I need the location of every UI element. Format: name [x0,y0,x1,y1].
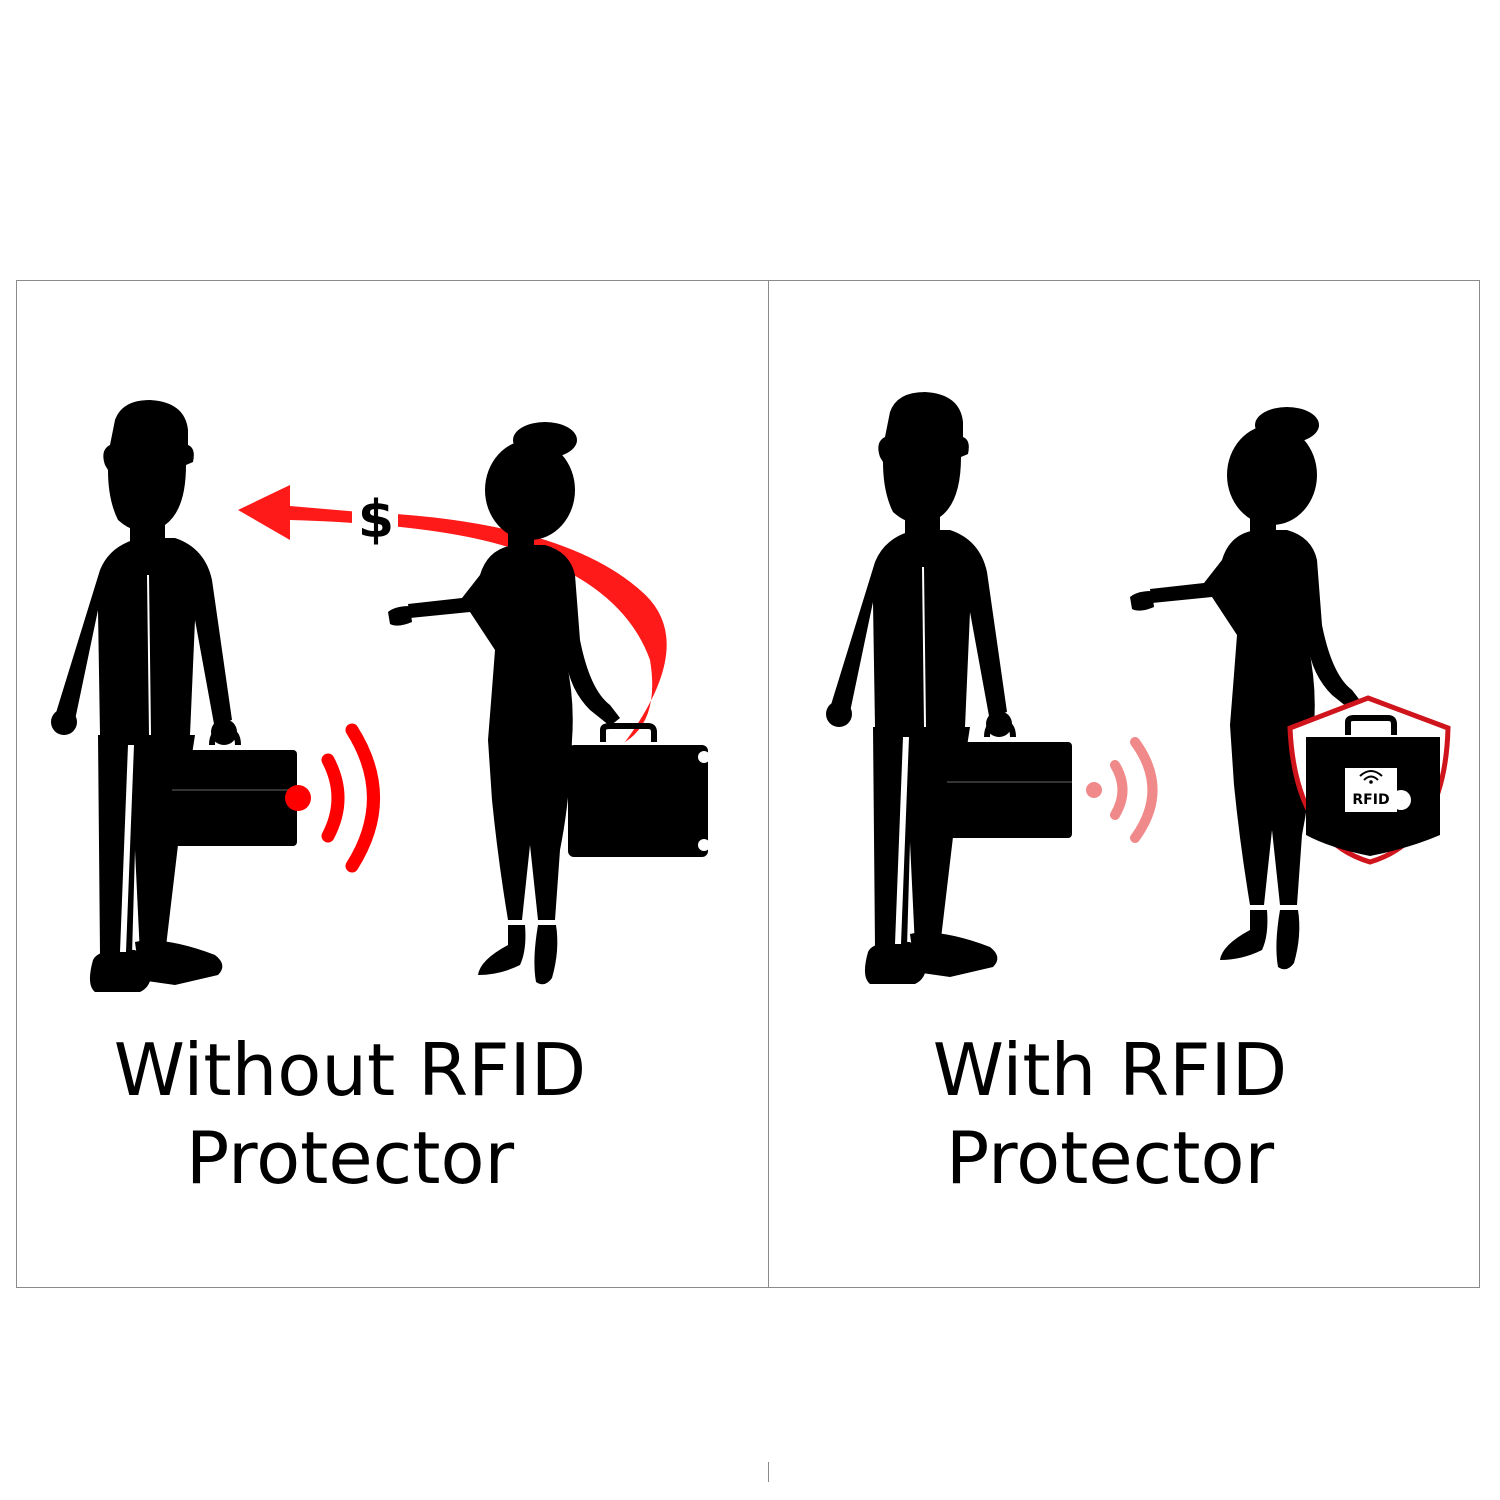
bottom-tick-mark [768,1462,769,1482]
caption-line-1: With RFID [932,1028,1288,1112]
caption-line-2: Protector [185,1116,515,1200]
caption-without-protector: Without RFID Protector [80,1026,620,1202]
caption-line-1: Without RFID [113,1028,587,1112]
panel-divider [768,280,769,1288]
rfid-signal-left [285,723,380,873]
man-silhouette-right [826,392,1072,984]
dollar-symbol: $ [358,490,394,550]
money-theft-arrow [238,485,667,742]
left-panel: $ [51,400,710,992]
woman-silhouette-right [1130,407,1362,970]
rfid-badge-label: RFID [1352,792,1389,808]
man-silhouette-left [51,400,297,992]
rfid-signal-right-weak [1086,737,1158,843]
caption-line-2: Protector [945,1116,1275,1200]
right-panel: RFID [826,392,1451,984]
rfid-shield [1287,695,1451,865]
comparison-frame [16,280,1480,1288]
caption-with-protector: With RFID Protector [840,1026,1380,1202]
woman-silhouette-left [388,422,710,985]
